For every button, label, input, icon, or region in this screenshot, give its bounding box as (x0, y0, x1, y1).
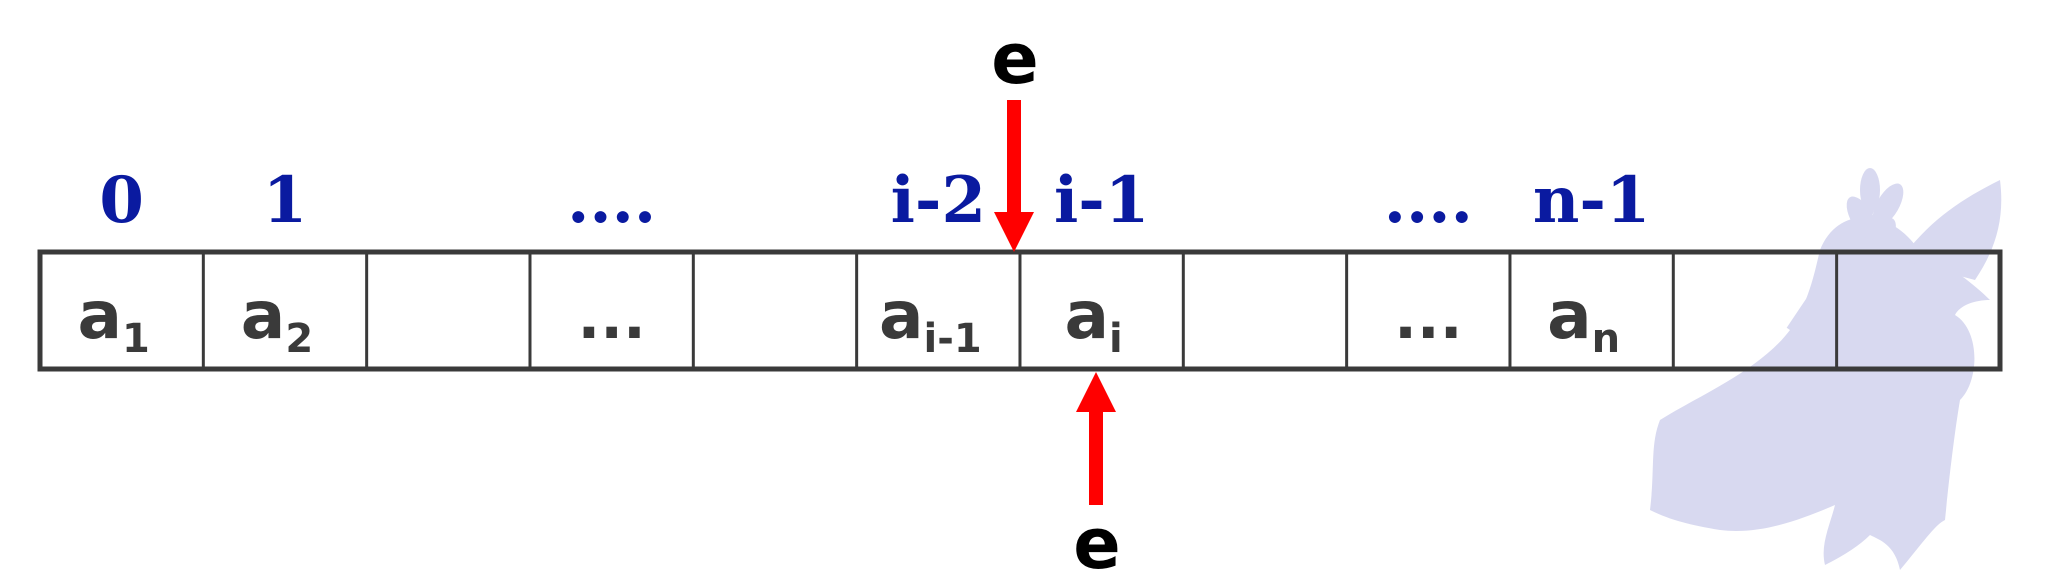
index-label: i-2 (891, 163, 986, 238)
index-label: .... (1384, 163, 1473, 238)
array-cell: ... (1394, 283, 1462, 353)
array-cell: ... (577, 283, 645, 353)
insert-arrow-top-label: e (991, 18, 1038, 100)
arrow-top-shaft (1007, 100, 1021, 215)
cell-value: an (1547, 277, 1620, 362)
cell-value: ai-1 (879, 277, 982, 362)
array-cell: a1 (77, 277, 149, 362)
array-row: a1 a2... ai-1 ai... an (37, 249, 2003, 372)
array-cell: an (1547, 277, 1620, 362)
index-label: 0 (99, 163, 144, 238)
index-label: .... (567, 163, 656, 238)
insert-arrow-bottom: e (1073, 372, 1121, 585)
arrow-bottom-shaft (1089, 410, 1103, 505)
arrow-bottom-head (1076, 372, 1116, 412)
array-cell: ai-1 (879, 277, 982, 362)
cell-ellipsis: ... (1394, 283, 1462, 353)
cell-value: ai (1065, 277, 1123, 362)
cell-value: a1 (77, 277, 149, 362)
array-cell: a2 (241, 277, 313, 362)
index-labels: 0 1.... i-2 i-1.... n-1 (99, 163, 1650, 238)
insert-arrow-top: e (991, 18, 1039, 252)
insert-arrow-bottom-label: e (1073, 503, 1120, 585)
cell-value: a2 (241, 277, 313, 362)
index-label: i-1 (1054, 163, 1149, 238)
cell-ellipsis: ... (577, 283, 645, 353)
arrow-top-head (994, 212, 1034, 252)
index-label: 1 (263, 163, 308, 238)
array-cell: ai (1065, 277, 1123, 362)
index-label: n-1 (1533, 163, 1651, 238)
